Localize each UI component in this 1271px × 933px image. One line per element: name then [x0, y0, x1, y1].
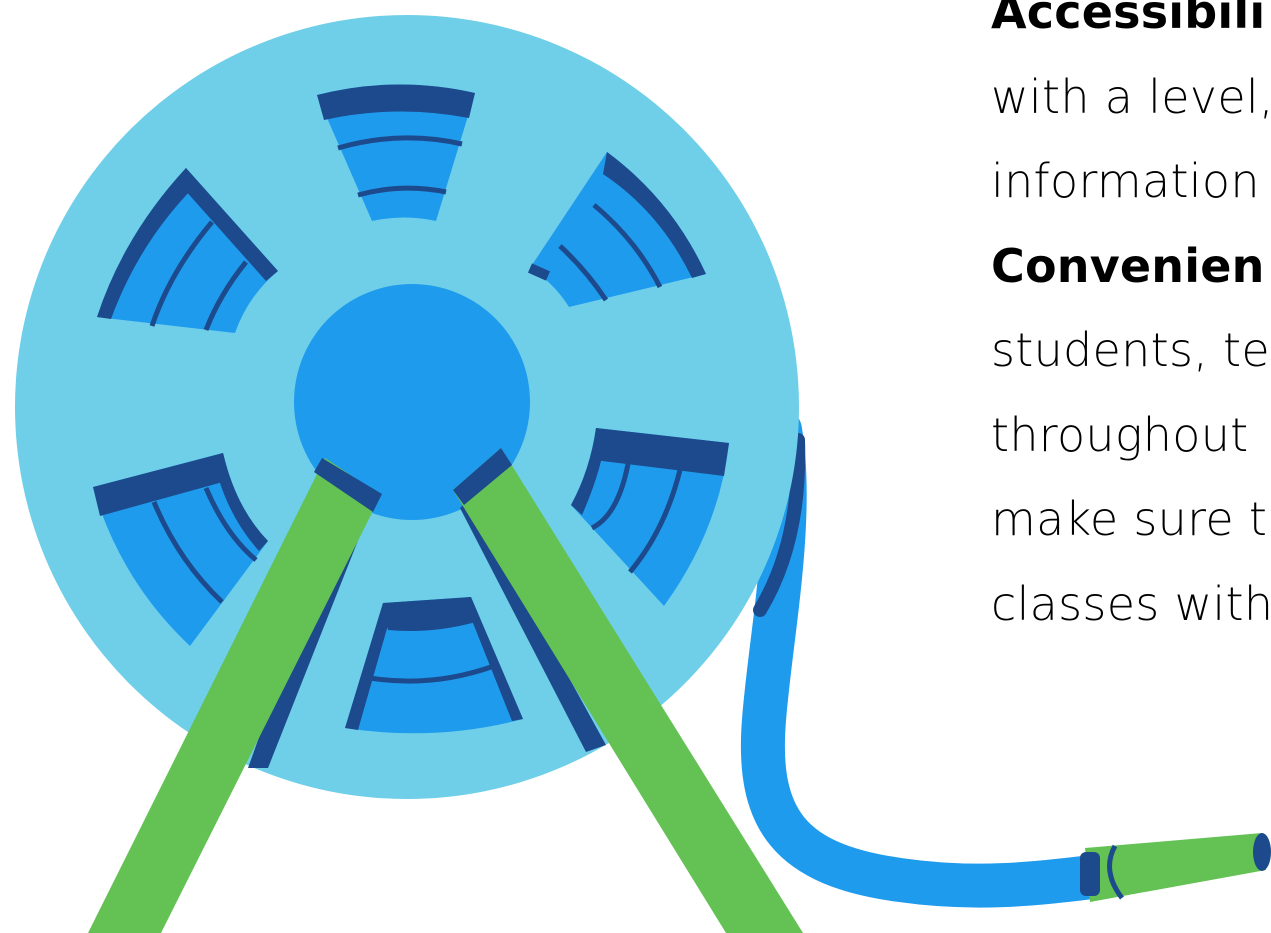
nozzle-icon [1080, 833, 1271, 902]
reel-windows [93, 84, 729, 734]
heading-accessibility: Accessibili [991, 0, 1266, 39]
text-column: Accessibili with a level, information Co… [991, 0, 1271, 646]
body-line: information [991, 154, 1260, 208]
reel-hub [294, 284, 530, 520]
hose-shadow [753, 433, 806, 617]
body-line: classes with [991, 576, 1271, 631]
heading-convenience: Convenien [991, 238, 1265, 293]
body-line: students, te [991, 323, 1270, 377]
reel-stand [88, 448, 803, 933]
body-line: throughout [991, 407, 1249, 462]
body-line: make sure t [991, 492, 1268, 546]
body-line: with a level, [991, 69, 1271, 124]
